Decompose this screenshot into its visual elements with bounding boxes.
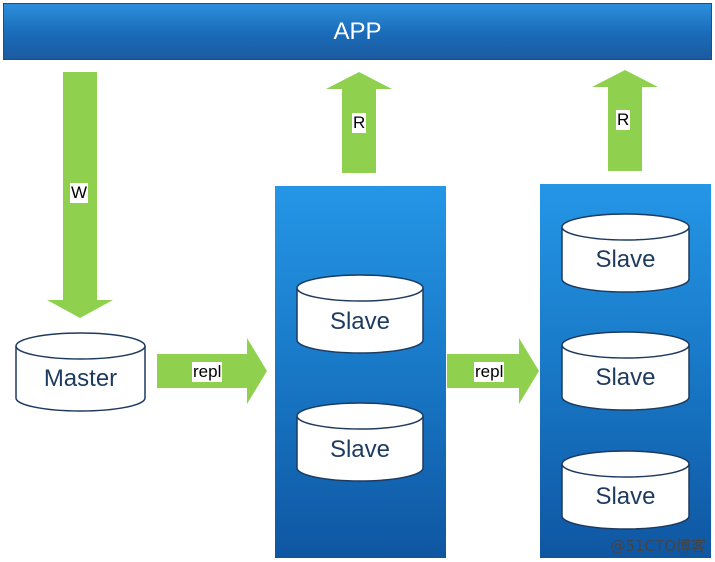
- read-arrow-1: R: [326, 72, 392, 173]
- slave-database: Slave: [561, 450, 690, 530]
- write-arrow-label: W: [70, 183, 89, 203]
- slave-label: Slave: [595, 483, 656, 510]
- repl-arrow-2-label: repl: [474, 362, 505, 382]
- slave-database: Slave: [296, 274, 424, 354]
- app-bar: APP: [3, 3, 712, 60]
- slave-label: Slave: [329, 436, 391, 463]
- slave-label: Slave: [595, 246, 656, 273]
- slave-database: Slave: [561, 213, 690, 293]
- watermark: @51CTO博客: [610, 537, 706, 555]
- read-arrow-1-label: R: [352, 113, 367, 133]
- write-arrow: W: [47, 72, 115, 318]
- master-database: Master: [15, 332, 146, 412]
- slave-label: Slave: [595, 364, 656, 391]
- app-label: APP: [333, 17, 382, 45]
- slave-panel-1: [275, 186, 446, 558]
- master-label: Master: [43, 365, 118, 392]
- read-arrow-2-label: R: [616, 110, 631, 130]
- repl-arrow-1-label: repl: [192, 362, 223, 382]
- slave-database: Slave: [296, 402, 424, 482]
- repl-arrow-2: repl: [447, 338, 539, 404]
- slave-label: Slave: [329, 308, 391, 335]
- read-arrow-2: R: [592, 70, 658, 171]
- repl-arrow-1: repl: [157, 338, 267, 404]
- slave-database: Slave: [561, 331, 690, 411]
